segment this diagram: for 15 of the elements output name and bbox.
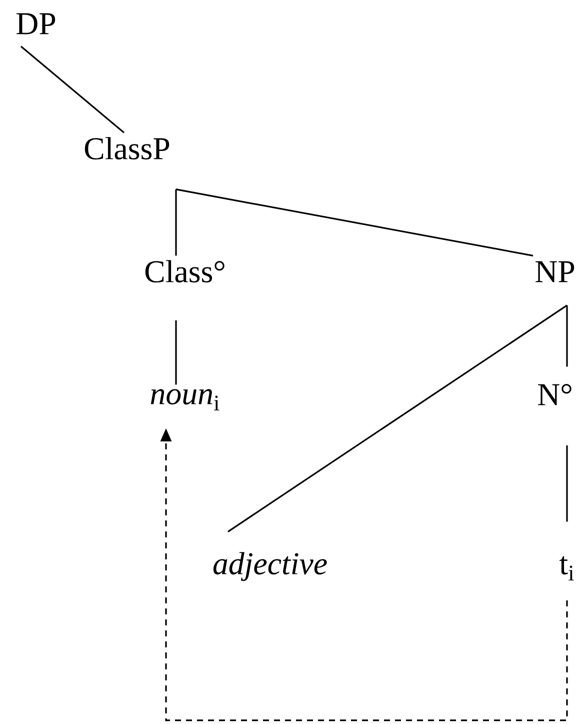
tree-node-label: DP: [16, 13, 56, 34]
branch-line: [20, 46, 125, 134]
branch-line: [228, 304, 568, 532]
branch-line: [566, 445, 568, 522]
tree-node-label: NP: [536, 261, 574, 282]
tree-node-label: t$_{i}$: [560, 556, 574, 580]
branch-line: [175, 320, 177, 385]
tree-node-label: ClassP: [84, 137, 170, 160]
branch-line: [566, 305, 568, 367]
tree-node-label: adjective: [213, 552, 327, 581]
tree-node-label: Class°: [145, 260, 224, 282]
branch-line: [176, 188, 534, 256]
branch-line: [175, 189, 177, 256]
tree-node-label: noun$_{i}$: [150, 389, 220, 410]
tree-node-label: N°: [538, 384, 572, 406]
